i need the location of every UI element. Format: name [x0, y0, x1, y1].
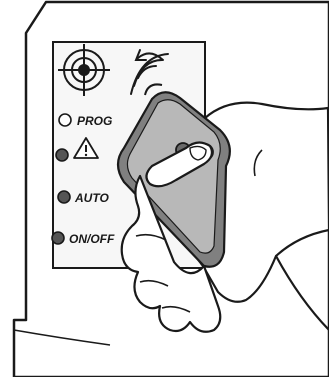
onoff-label: ON/OFF [69, 232, 115, 246]
auto-label: AUTO [74, 191, 109, 205]
onoff-led [52, 232, 64, 244]
auto-led [58, 191, 70, 203]
alarm-led [56, 149, 68, 161]
prog-label: PROG [77, 114, 112, 128]
prog-led [59, 114, 71, 126]
